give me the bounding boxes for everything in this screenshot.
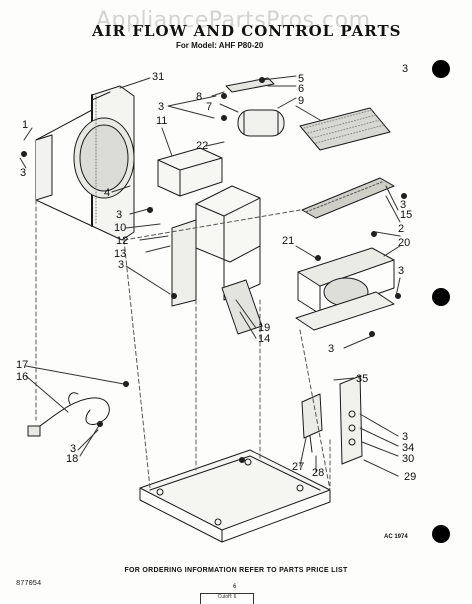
callout-number: 5 — [298, 73, 304, 85]
ordering-note: FOR ORDERING INFORMATION REFER TO PARTS … — [124, 567, 348, 574]
callout-number: 14 — [258, 333, 270, 345]
page-tab: Cutoff: 6 — [200, 593, 254, 604]
callout-number: 20 — [398, 237, 410, 249]
page-number: 6 — [233, 584, 237, 590]
orifice-panel-part — [295, 247, 395, 331]
callout-number: 10 — [114, 222, 126, 234]
callout-number: 19 — [258, 322, 270, 334]
callout-number: 13 — [114, 248, 126, 260]
callout-number: 17 — [16, 359, 28, 371]
document-number: 877054 — [16, 580, 42, 588]
callout-number: 27 — [292, 461, 304, 473]
callout-labels: 3113431012133112238756931532202133191435… — [16, 63, 416, 483]
callout-number: 30 — [402, 453, 414, 465]
callout-number: 29 — [404, 471, 416, 483]
punch-hole-bottom — [432, 525, 450, 543]
callout-number: 16 — [16, 371, 28, 383]
capacitor-part — [225, 77, 285, 137]
callout-number: 3 — [328, 343, 334, 355]
page-title: AIR FLOW AND CONTROL PARTS — [92, 22, 402, 40]
callout-number: 2 — [398, 223, 404, 235]
callout-number: 12 — [116, 235, 128, 247]
screw-markers — [21, 77, 407, 463]
watermark: AppliancePartsPros.com — [96, 8, 371, 33]
callout-number: 18 — [66, 453, 78, 465]
control-box-part — [171, 185, 263, 335]
callout-number: 3 — [116, 209, 122, 221]
callout-number: 3 — [400, 199, 406, 211]
assembly-guides — [35, 199, 331, 491]
callout-number: 3 — [398, 265, 404, 277]
callout-number: 35 — [356, 373, 368, 385]
callout-number: 6 — [298, 83, 304, 95]
bracket-part-11 — [157, 147, 223, 197]
model-subtitle: For Model: AHF P80-20 — [176, 41, 264, 50]
filter-strip-part — [299, 107, 391, 151]
gasket-part — [301, 177, 395, 219]
callout-number: 8 — [196, 91, 202, 103]
punch-hole-middle — [432, 288, 450, 306]
punch-hole-top — [432, 60, 450, 78]
callout-number: 28 — [312, 467, 324, 479]
callout-number: 22 — [196, 140, 208, 152]
callout-number: 3 — [402, 63, 408, 75]
control-switch-part — [301, 375, 363, 465]
callout-number: 3 — [158, 101, 164, 113]
callout-number: 9 — [298, 95, 304, 107]
leader-lines — [19, 75, 401, 477]
callout-number: 11 — [156, 115, 167, 127]
callout-number: 3 — [118, 259, 124, 271]
callout-number: 1 — [22, 119, 28, 131]
callout-number: 3 — [70, 443, 76, 455]
callout-number: 31 — [152, 71, 164, 83]
callout-number: 4 — [104, 187, 110, 199]
callout-number: 15 — [400, 209, 412, 221]
callout-number: 7 — [206, 101, 212, 113]
art-code: AC 1974 — [384, 534, 408, 540]
callout-number: 21 — [282, 235, 294, 247]
power-cord-part — [27, 392, 110, 437]
callout-number: 3 — [402, 431, 408, 443]
callout-number: 34 — [402, 442, 414, 454]
callout-number: 3 — [20, 167, 26, 179]
